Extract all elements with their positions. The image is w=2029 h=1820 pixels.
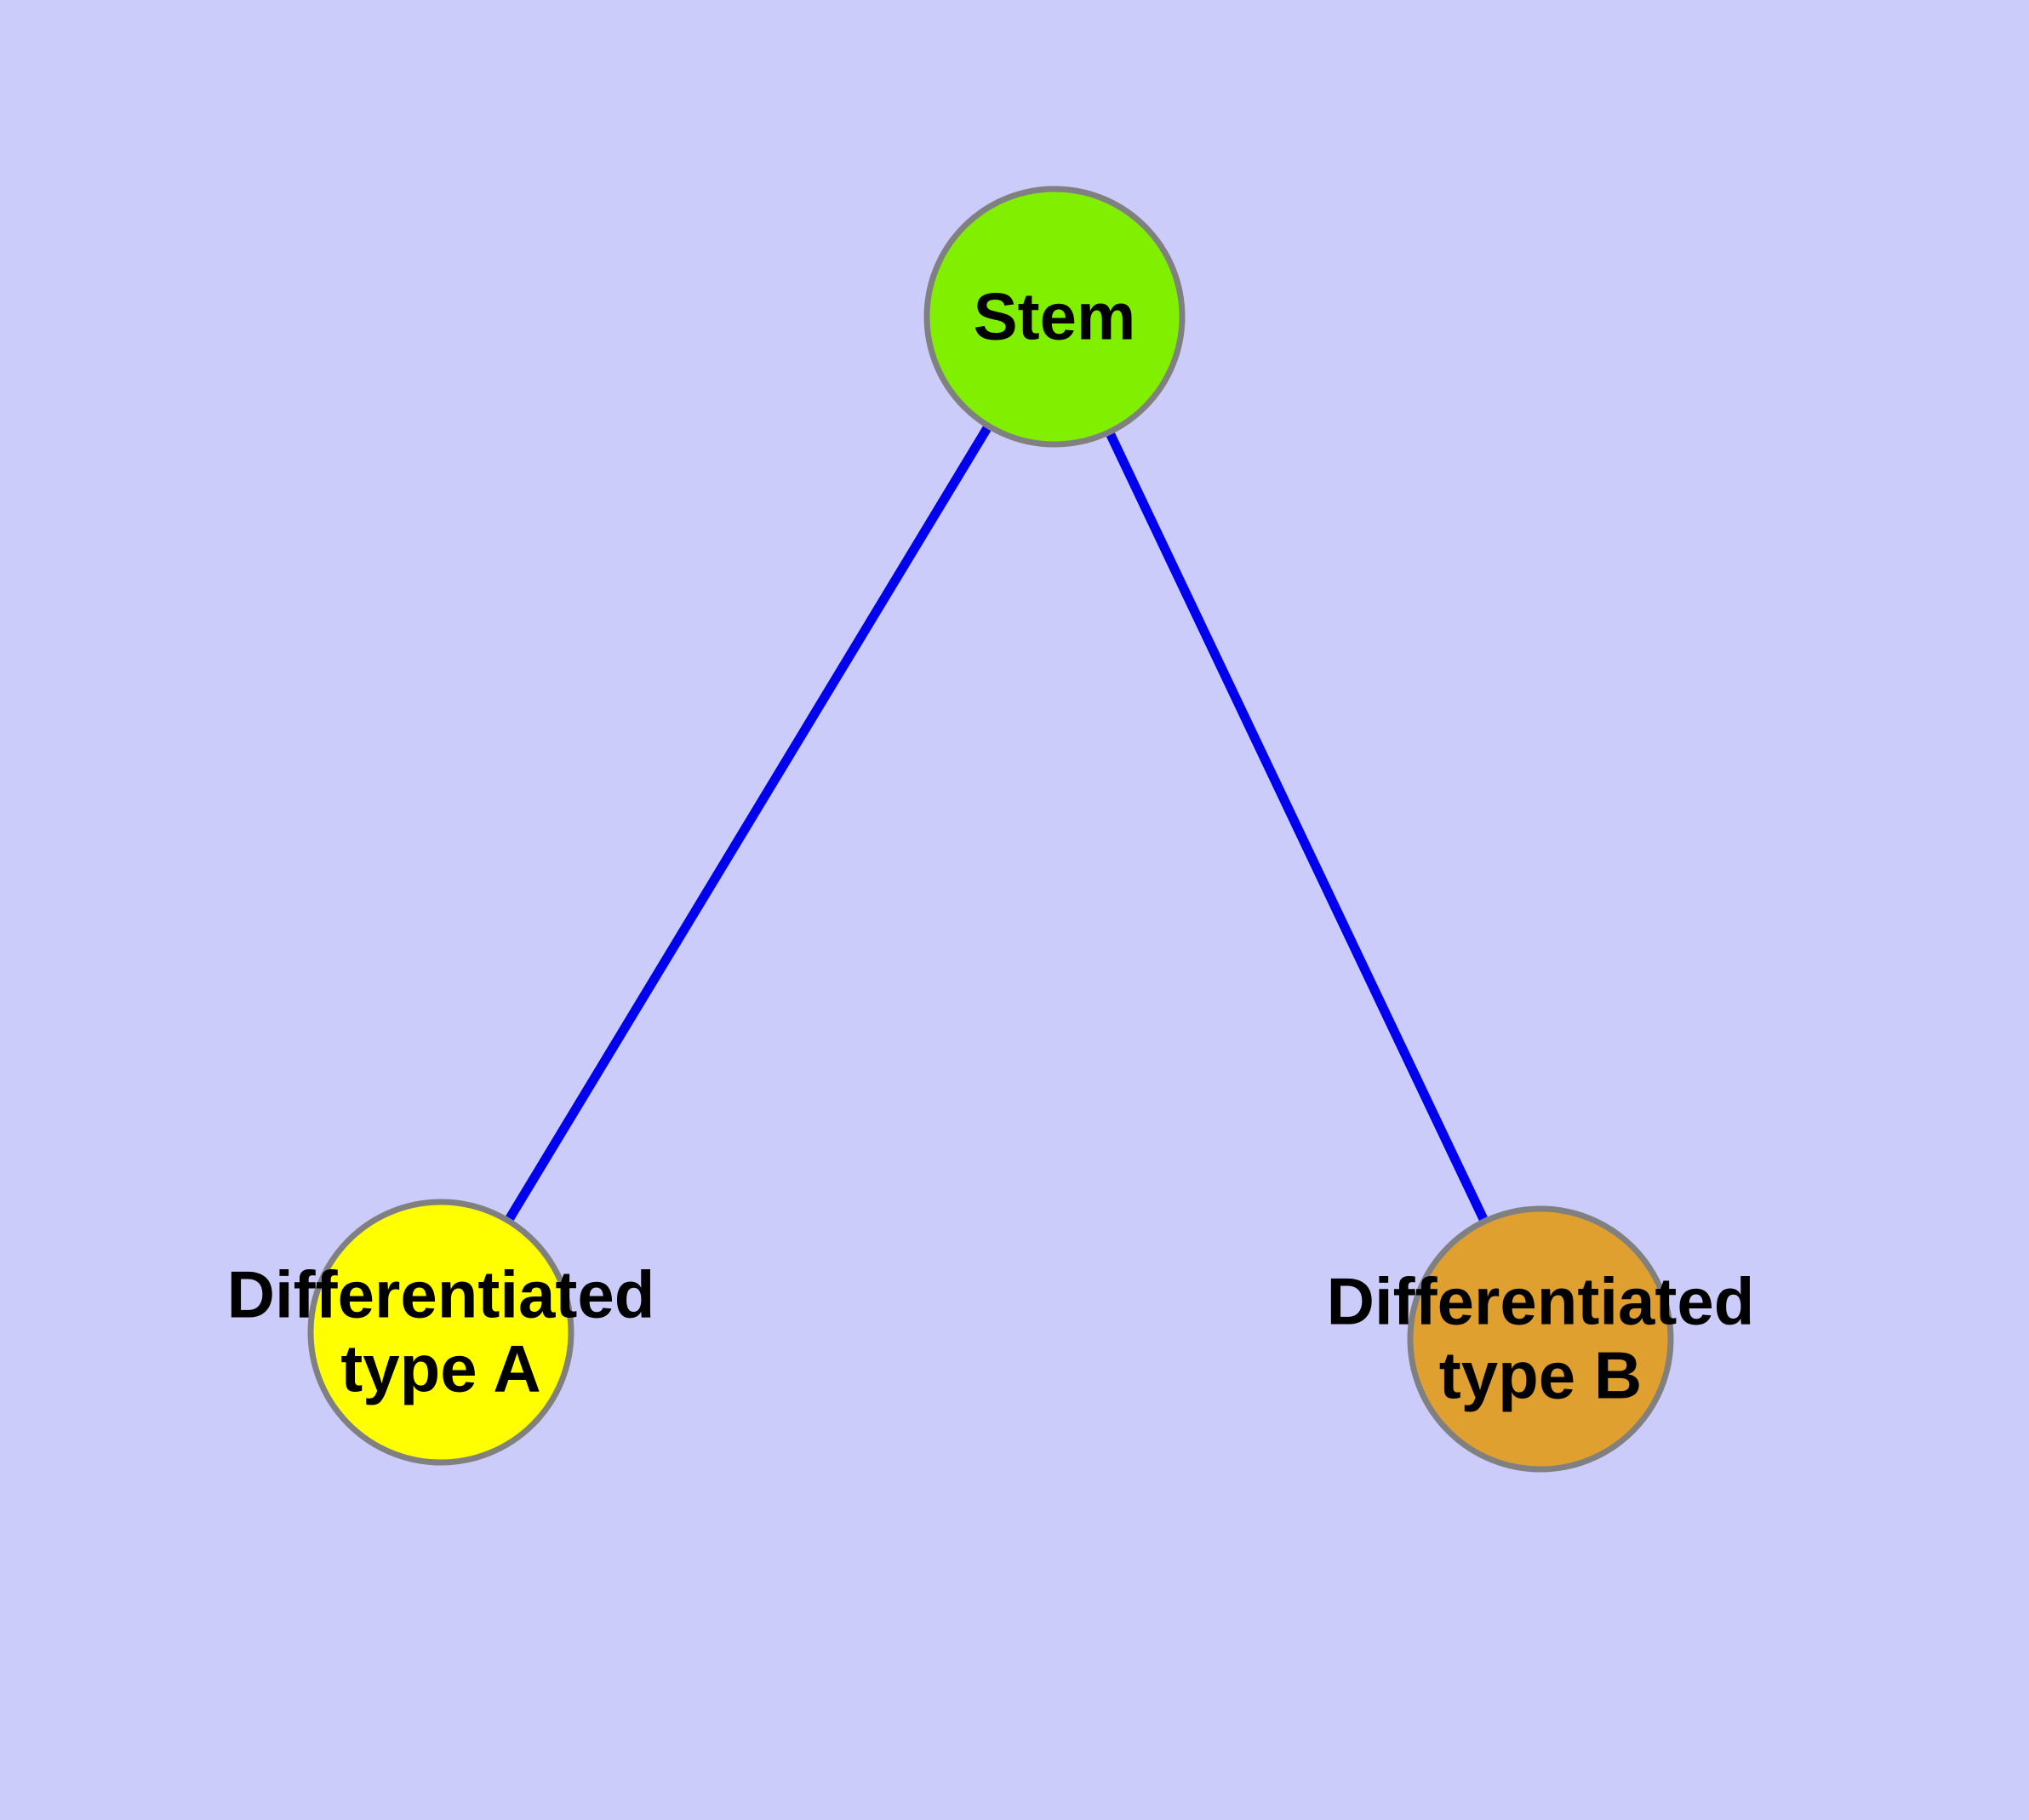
node-diff_a[interactable] [307, 1199, 574, 1466]
edge-stem-diff-b[interactable] [1106, 432, 1488, 1222]
edge-stem-diff-a[interactable] [506, 426, 992, 1221]
edge-layer [506, 426, 1488, 1222]
node-stem[interactable] [923, 186, 1186, 448]
node-diff_b[interactable] [1407, 1205, 1674, 1473]
node-layer [307, 186, 1674, 1473]
